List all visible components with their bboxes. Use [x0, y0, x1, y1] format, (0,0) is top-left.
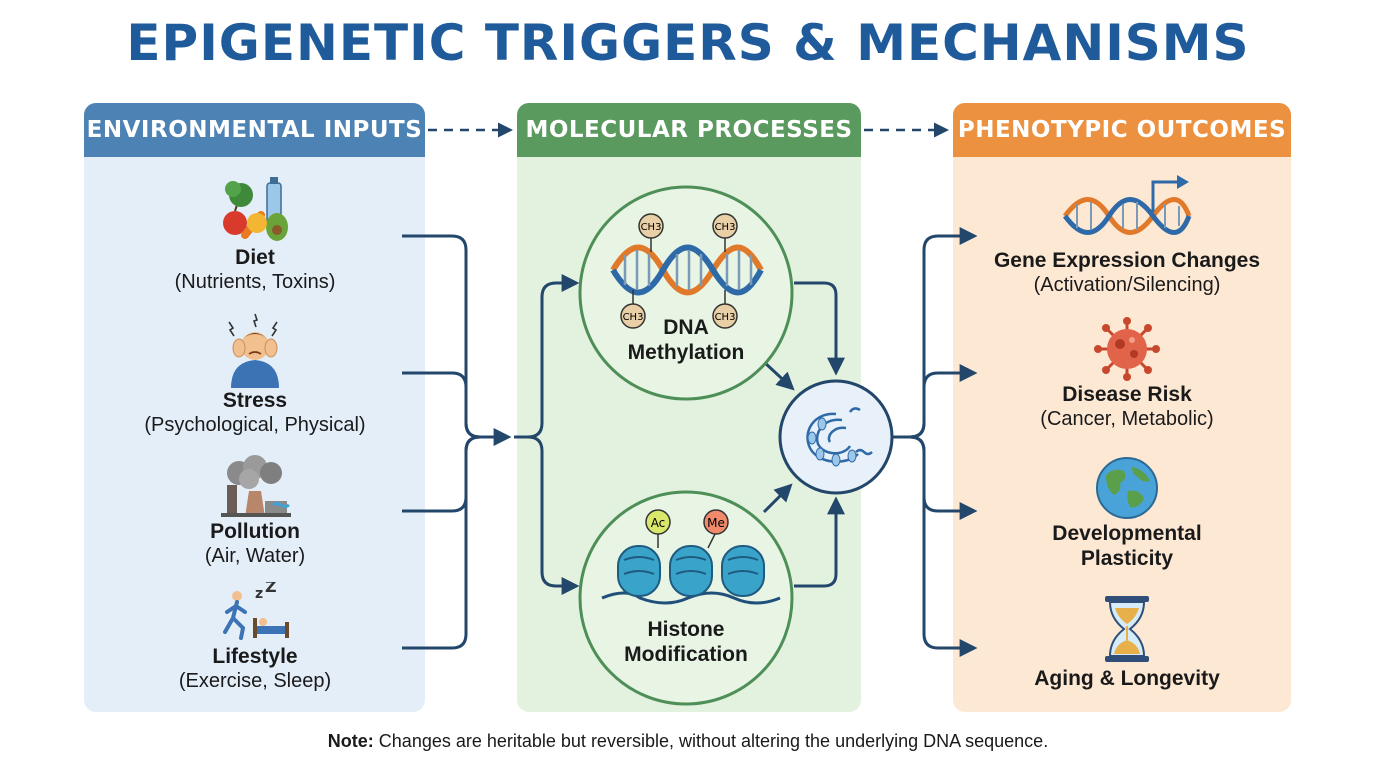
dna-arrow-icon: [1062, 175, 1192, 235]
env-item-name: Pollution: [210, 520, 300, 543]
process-name-line2: Modification: [624, 643, 748, 666]
env-item-detail: (Air, Water): [204, 545, 306, 567]
svg-text:z: z: [255, 586, 263, 602]
food-icon: [223, 177, 288, 241]
outcome-item-name: Aging & Longevity: [1034, 667, 1220, 690]
outcome-item-detail: (Cancer, Metabolic): [1040, 408, 1214, 430]
env-item-diet: Diet (Nutrients, Toxins): [100, 175, 410, 295]
env-item-stress: Stress (Psychological, Physical): [100, 312, 410, 438]
input-connectors: [402, 234, 580, 650]
outcome-item-disease-risk: Disease Risk (Cancer, Metabolic): [968, 316, 1286, 432]
svg-text:Me: Me: [707, 516, 725, 530]
histone-modification-label: Histone Modification: [596, 617, 776, 667]
molecular-processes-header: MOLECULAR PROCESSES: [517, 103, 861, 157]
process-name-line1: Histone: [647, 618, 725, 641]
outcome-item-developmental-plasticity: Developmental Plasticity: [968, 455, 1286, 571]
globe-icon: [1096, 457, 1158, 519]
process-name-line2: Methylation: [627, 341, 745, 364]
methylated-dna-icon: CH3 CH3 CH3 CH3: [610, 213, 764, 329]
svg-text:CH3: CH3: [715, 312, 736, 323]
svg-text:CH3: CH3: [623, 312, 644, 323]
output-connectors: [892, 227, 978, 657]
runner-sleep-icon: z Z: [223, 582, 289, 640]
process-connectors: [762, 281, 845, 588]
methyl-mark-tag: Me: [703, 509, 729, 535]
env-item-detail: (Psychological, Physical): [144, 414, 366, 436]
env-item-name: Stress: [222, 389, 288, 412]
environmental-inputs-header: ENVIRONMENTAL INPUTS: [84, 103, 425, 157]
footnote: Note: Changes are heritable but reversib…: [0, 731, 1376, 752]
virus-icon: [1094, 317, 1160, 381]
outcome-item-name: Gene Expression Changes: [993, 249, 1261, 272]
chromatin-icon: [806, 407, 873, 467]
dna-methylation-label: DNA Methylation: [596, 315, 776, 365]
methyl-tag: CH3: [712, 303, 738, 329]
outcome-item-name: Disease Risk: [1062, 383, 1192, 406]
methyl-tag: CH3: [638, 213, 664, 239]
hourglass-icon: [1105, 596, 1149, 662]
outcome-item-name: Plasticity: [1080, 547, 1174, 570]
env-item-lifestyle: z Z Lifestyle (Exercise, Sleep): [100, 582, 410, 694]
methyl-tag: CH3: [620, 303, 646, 329]
process-name-line1: DNA: [663, 316, 709, 339]
methyl-tag: CH3: [712, 213, 738, 239]
svg-text:Ac: Ac: [651, 516, 666, 530]
outcome-item-gene-expression: Gene Expression Changes (Activation/Sile…: [968, 172, 1286, 298]
svg-text:CH3: CH3: [641, 222, 662, 233]
env-item-pollution: Pollution (Air, Water): [100, 455, 410, 569]
page-title: EPIGENETIC TRIGGERS & MECHANISMS: [126, 14, 1250, 72]
phenotypic-outcomes-header: PHENOTYPIC OUTCOMES: [953, 103, 1291, 157]
outcome-item-name: Developmental: [1052, 522, 1202, 545]
svg-text:Z: Z: [265, 582, 277, 596]
factory-smoke-icon: [221, 455, 291, 517]
env-item-name: Lifestyle: [212, 645, 298, 668]
footnote-label: Note:: [327, 731, 374, 751]
outcome-item-aging-longevity: Aging & Longevity: [968, 594, 1286, 691]
env-item-detail: (Nutrients, Toxins): [174, 271, 336, 293]
acetyl-tag: Ac: [645, 509, 671, 535]
env-item-name: Diet: [235, 246, 275, 269]
environmental-inputs-panel: ENVIRONMENTAL INPUTS: [84, 103, 425, 712]
chromatin-hub-circle: [778, 379, 894, 495]
stressed-person-icon: [228, 313, 279, 388]
outcome-item-detail: (Activation/Silencing): [1033, 274, 1221, 296]
env-item-detail: (Exercise, Sleep): [178, 670, 332, 692]
footnote-text: Changes are heritable but reversible, wi…: [378, 731, 1049, 751]
histone-nucleosome-icon: Ac Me: [601, 509, 781, 605]
svg-text:CH3: CH3: [715, 222, 736, 233]
